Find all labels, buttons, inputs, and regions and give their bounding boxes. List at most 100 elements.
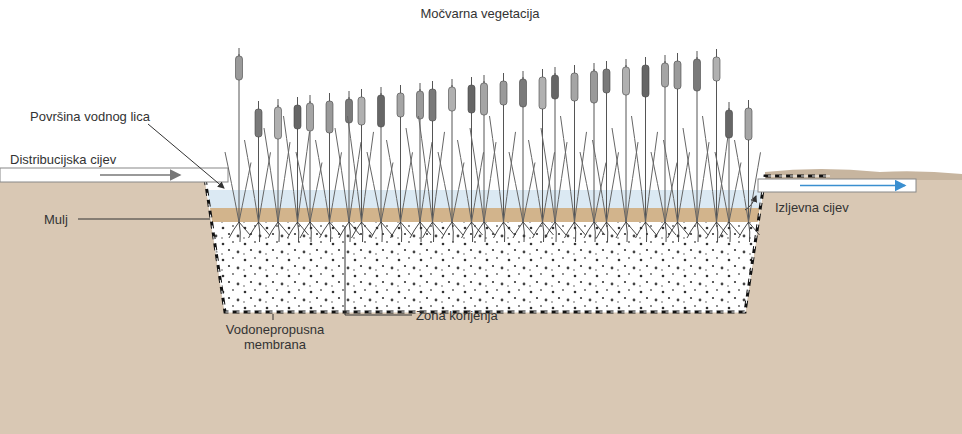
plant-leaf <box>387 140 401 222</box>
plant-leaf <box>458 140 472 222</box>
plant-root <box>352 222 373 242</box>
plant-leaf <box>678 152 690 222</box>
cattail-head <box>255 109 262 137</box>
plant-root <box>268 222 289 242</box>
plant-leaf <box>703 116 717 222</box>
plant-root <box>462 222 483 242</box>
gravel-bed <box>211 222 759 312</box>
plant-tip <box>452 79 453 87</box>
plant-leaf <box>296 152 310 222</box>
plant-root <box>584 222 605 242</box>
cattail-head <box>358 97 365 125</box>
plant-leaf <box>438 152 452 222</box>
cattail-head <box>591 71 598 103</box>
cattail-head <box>481 83 488 115</box>
plant-leaf <box>697 142 709 222</box>
plant-root <box>687 222 708 242</box>
plant-leaf <box>239 163 251 223</box>
plant-tip <box>381 87 382 95</box>
plant-leaf <box>541 128 555 222</box>
pipe-label: Izljevna cijev <box>775 200 849 215</box>
plant-leaf <box>651 152 665 222</box>
plant-leaf <box>225 152 239 222</box>
plant-leaf <box>367 152 381 222</box>
cattail-head <box>326 101 333 133</box>
cattail-head <box>642 65 649 97</box>
plant-leaf <box>335 128 349 222</box>
cattail-head <box>500 81 507 105</box>
plant-leaf <box>419 116 433 222</box>
ground <box>0 176 962 434</box>
outlet-pipe <box>758 179 916 192</box>
water-surface-label: Površina vodnog lica <box>30 109 150 124</box>
cattail-head <box>662 63 669 87</box>
cattail-head <box>713 57 720 81</box>
plant-leaf <box>349 142 361 222</box>
plant-leaf <box>310 163 322 223</box>
plant-tip <box>626 59 627 67</box>
cattail-head <box>674 61 681 89</box>
plant-tip <box>555 67 556 75</box>
cattail-head <box>694 59 701 91</box>
cattail-head <box>429 89 436 121</box>
pipe-label: Distribucijska cijev <box>10 152 116 167</box>
plant-tip <box>677 53 678 61</box>
plant-leaf <box>245 140 259 222</box>
plant-root <box>371 222 392 242</box>
plant-leaf <box>580 152 594 222</box>
plant-leaf <box>593 140 607 222</box>
plant-root <box>410 222 431 242</box>
plant-leaf <box>665 163 677 223</box>
plant-root <box>739 222 760 242</box>
plant-leaf <box>348 116 362 222</box>
gravel-texture <box>211 222 759 312</box>
plant-leaf <box>472 152 484 222</box>
plant-tip <box>574 65 575 73</box>
plant-root <box>513 222 534 242</box>
cattail-head <box>520 79 527 107</box>
cattail-head <box>417 91 424 119</box>
plant-leaf <box>735 140 749 222</box>
cattail-head <box>307 103 314 131</box>
plant-leaf <box>749 152 761 222</box>
plant-tip <box>606 61 607 69</box>
leader-line <box>273 314 274 320</box>
plant-root <box>300 222 321 242</box>
plant-root <box>288 222 309 242</box>
cattail-head <box>571 73 578 101</box>
cattail-plants <box>225 48 761 242</box>
plant-root <box>565 222 586 242</box>
plant-tip <box>361 89 362 97</box>
plant-leaf <box>420 142 432 222</box>
plant-leaf <box>715 152 729 222</box>
plant-tip <box>594 63 595 71</box>
plant-leaf <box>612 128 626 222</box>
plant-root <box>339 222 360 242</box>
plant-leaf <box>594 163 606 223</box>
plant-leaf <box>330 152 342 222</box>
cattail-head <box>275 107 282 139</box>
flow-arrow <box>800 185 905 187</box>
plant-tip <box>258 101 259 109</box>
plant-root <box>719 222 740 242</box>
plant-tip <box>471 77 472 85</box>
ground-surface <box>765 169 962 180</box>
plant-root <box>707 222 728 242</box>
plant-root <box>474 222 495 242</box>
cattail-head <box>294 105 301 129</box>
cattail-head <box>726 110 733 138</box>
plant-tip <box>484 75 485 83</box>
plant-root <box>494 222 515 242</box>
cattail-head <box>449 87 456 111</box>
plant-root <box>249 222 270 242</box>
plant-tip <box>716 49 717 57</box>
plant-leaf <box>316 140 330 222</box>
plant-tip <box>748 100 749 108</box>
cattail-head <box>468 85 475 113</box>
membrane-label: Vodonepropusna membrana <box>205 322 345 352</box>
plant-leaf <box>561 116 575 222</box>
leader-line <box>78 219 210 220</box>
plant-leaf <box>284 116 298 222</box>
plant-tip <box>665 55 666 63</box>
